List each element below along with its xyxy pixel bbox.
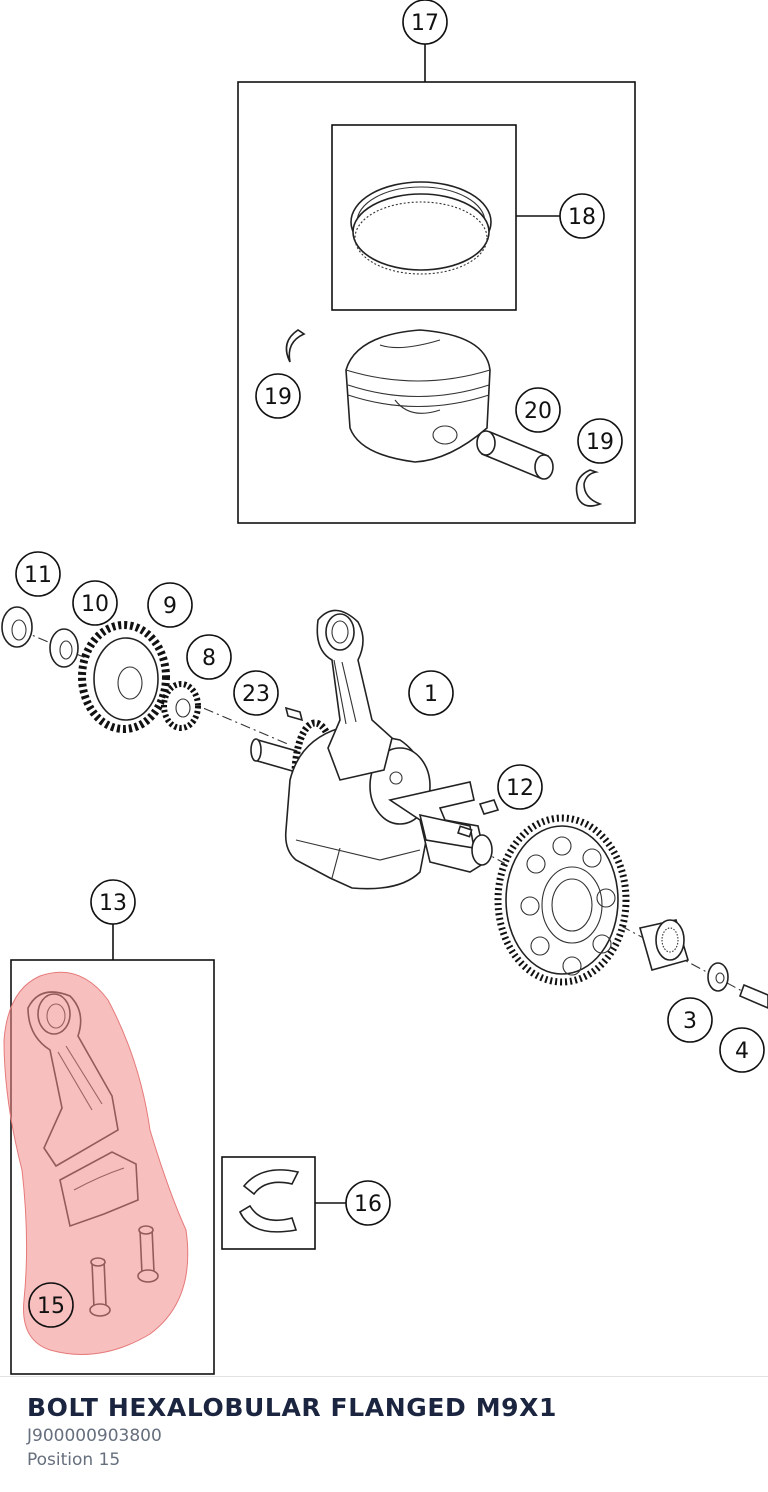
highlight-region[interactable] (3, 971, 189, 1355)
thrust-washer-part[interactable] (707, 962, 729, 992)
piston-part[interactable] (345, 329, 491, 463)
callout-15[interactable]: 15 (37, 1294, 65, 1319)
primary-gear-part[interactable] (78, 621, 170, 733)
seal-ring-part[interactable] (1, 606, 33, 648)
part-number: J900000903800 (27, 1426, 162, 1446)
part-info-panel: BOLT HEXALOBULAR FLANGED M9X1 J900000903… (0, 1376, 768, 1492)
callout-9[interactable]: 9 (163, 594, 177, 619)
callout-17[interactable]: 17 (411, 11, 439, 36)
crank-key-part[interactable] (478, 799, 500, 815)
callout-13[interactable]: 13 (99, 891, 127, 916)
bearing-shell-part[interactable] (238, 1169, 300, 1233)
small-gear-part[interactable] (161, 681, 201, 731)
bearing-shell-group: 16 (221, 1156, 391, 1250)
callout-19-right[interactable]: 19 (586, 430, 614, 455)
starter-gear-part[interactable] (494, 814, 630, 986)
piston-kit-group: 17 18 19 20 19 (237, 0, 636, 524)
callout-12[interactable]: 12 (506, 776, 534, 801)
callout-4[interactable]: 4 (735, 1039, 749, 1064)
part-position: Position 15 (27, 1450, 121, 1470)
callout-18[interactable]: 18 (568, 205, 596, 230)
callout-23[interactable]: 23 (242, 682, 270, 707)
connecting-rod-group: 13 15 (3, 879, 215, 1375)
callout-11[interactable]: 11 (24, 563, 52, 588)
circlip-right-part[interactable] (575, 469, 603, 507)
part-name: BOLT HEXALOBULAR FLANGED M9X1 (27, 1393, 558, 1422)
shaft-part[interactable] (738, 983, 768, 1009)
callout-19-left[interactable]: 19 (264, 385, 292, 410)
callout-16[interactable]: 16 (354, 1192, 382, 1217)
exploded-parts-diagram: 17 18 19 20 19 (1, 0, 768, 1375)
key-part[interactable] (284, 706, 304, 722)
callout-3[interactable]: 3 (683, 1009, 697, 1034)
callout-20[interactable]: 20 (524, 399, 552, 424)
crankshaft-part[interactable] (250, 609, 493, 890)
piston-pin-part[interactable] (476, 430, 554, 480)
crankshaft-assembly-group: 11 10 9 8 23 1 12 3 4 (1, 551, 768, 1073)
circlip-left-part[interactable] (285, 329, 306, 363)
needle-bearing-part[interactable] (638, 919, 690, 971)
callout-10[interactable]: 10 (81, 592, 109, 617)
piston-rings-part[interactable] (350, 181, 492, 275)
washer-part[interactable] (49, 628, 79, 668)
callout-1[interactable]: 1 (424, 682, 438, 707)
callout-8[interactable]: 8 (202, 646, 216, 671)
